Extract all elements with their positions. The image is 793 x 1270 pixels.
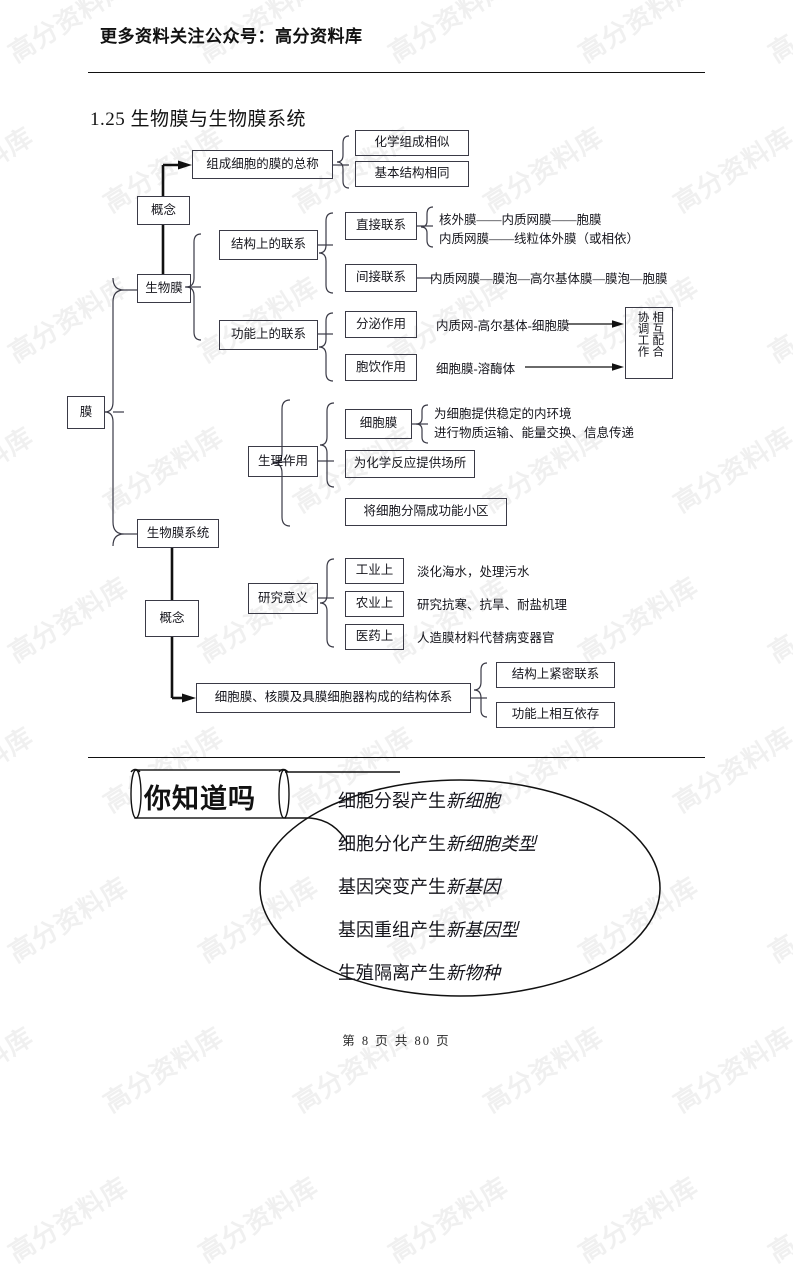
node-huaxue-changsuo[interactable]: 为化学反应提供场所 xyxy=(345,450,475,478)
oval-line-4: 基因重组产生新基因型 xyxy=(338,920,518,940)
node-nongye-shang[interactable]: 农业上 xyxy=(345,591,404,617)
node-zucheng[interactable]: 组成细胞的膜的总称 xyxy=(192,150,333,179)
text-fenmi-line: 内质网-高尔基体-细胞膜 xyxy=(436,319,570,333)
page-content: 更多资料关注公众号：高分资料库 1.25 生物膜与生物膜系统 xyxy=(0,0,793,1048)
node-gainian-bottom[interactable]: 概念 xyxy=(145,600,199,637)
node-shengwumo[interactable]: 生物膜 xyxy=(137,274,191,303)
banner-connector xyxy=(285,771,400,845)
arrowhead xyxy=(182,693,196,703)
text-nongye-line: 研究抗寒、抗旱、耐盐机理 xyxy=(417,598,568,612)
node-xibaomo[interactable]: 细胞膜 xyxy=(345,409,412,439)
page-footer: 第 8 页 共 80 页 xyxy=(342,1034,451,1048)
arrowhead xyxy=(178,160,192,170)
text-xibaomo-line2: 进行物质运输、能量交换、信息传递 xyxy=(434,426,635,440)
watermark-text: 高分资料库 xyxy=(573,1171,704,1269)
vcol-xianghu-peihe: 相互配合 xyxy=(651,311,664,357)
node-shengwumo-xitong[interactable]: 生物膜系统 xyxy=(137,519,219,548)
text-xibaomo-line1: 为细胞提供稳定的内环境 xyxy=(434,407,572,421)
node-jianjie-lianxi[interactable]: 间接联系 xyxy=(345,264,417,292)
watermark-text: 高分资料库 xyxy=(383,1171,514,1269)
text-baoyin-line: 细胞膜-溶酶体 xyxy=(436,362,516,376)
didyouknow-banner-label: 你知道吗 xyxy=(144,784,256,814)
watermark-text: 高分资料库 xyxy=(3,1171,134,1269)
node-zhijie-lianxi[interactable]: 直接联系 xyxy=(345,212,417,240)
text-yiyao-line: 人造膜材料代替病变器官 xyxy=(417,631,555,645)
oval-outline xyxy=(259,779,661,997)
text-jianjie-line: 内质网膜—膜泡—高尔基体膜—膜泡—胞膜 xyxy=(430,272,668,286)
node-yicun[interactable]: 功能上相互依存 xyxy=(496,702,615,728)
scroll-banner xyxy=(130,768,290,819)
oval-line-5: 生殖隔离产生新物种 xyxy=(338,963,500,983)
node-gongye-shang[interactable]: 工业上 xyxy=(345,558,404,584)
text-zhijie-line1: 核外膜——内质网膜——胞膜 xyxy=(439,213,602,227)
didyouknow-section: 你知道吗 细胞分裂产生新细胞 细胞分化产生新细胞类型 基因突变产生新基因 基因重… xyxy=(130,768,661,997)
vcol-xietiao-gongzuo: 协调工作 xyxy=(636,311,649,357)
page-title: 1.25 生物膜与生物膜系统 xyxy=(90,109,307,130)
diagram-connectors xyxy=(104,135,624,718)
node-gainian-top[interactable]: 概念 xyxy=(137,196,190,225)
node-jiegou-lianxi[interactable]: 结构上的联系 xyxy=(219,230,318,260)
text-gongye-line: 淡化海水，处理污水 xyxy=(417,565,530,579)
section-divider xyxy=(88,757,705,758)
header-promo-text: 更多资料关注公众号：高分资料库 xyxy=(100,27,363,46)
node-jiegou-tixi[interactable]: 细胞膜、核膜及具膜细胞器构成的结构体系 xyxy=(196,683,471,713)
page-header: 更多资料关注公众号：高分资料库 xyxy=(0,0,793,80)
watermark-text: 高分资料库 xyxy=(193,1171,324,1269)
node-jinmi-lianxi[interactable]: 结构上紧密联系 xyxy=(496,662,615,688)
node-gongneng-lianxi[interactable]: 功能上的联系 xyxy=(219,320,318,350)
oval-line-1: 细胞分裂产生新细胞 xyxy=(338,791,500,811)
node-yiyao-shang[interactable]: 医药上 xyxy=(345,624,404,650)
node-fenge-xiaoqu[interactable]: 将细胞分隔成功能小区 xyxy=(345,498,507,526)
node-huaxue-zucheng[interactable]: 化学组成相似 xyxy=(355,130,469,156)
mindmap-diagram: 膜 概念 组成细胞的膜的总称 化学组成相似 基本结构相同 生物膜 结构上的联系 … xyxy=(67,130,673,728)
text-zhijie-line2: 内质网膜——线粒体外膜（或相依） xyxy=(439,232,640,246)
oval-line-2: 细胞分化产生新细胞类型 xyxy=(338,834,536,854)
node-baoyin-zuoyong[interactable]: 胞饮作用 xyxy=(345,354,417,381)
oval-line-3: 基因突变产生新基因 xyxy=(338,877,500,897)
watermark-text: 高分资料库 xyxy=(763,1171,793,1269)
node-xietiao-xianghu[interactable]: 相互配合 协调工作 xyxy=(625,307,673,379)
didyouknow-shapes xyxy=(130,768,661,997)
node-root-mo[interactable]: 膜 xyxy=(67,396,105,429)
node-yanjiu-yiyi[interactable]: 研究意义 xyxy=(248,583,318,614)
node-shengli-zuoyong[interactable]: 生理作用 xyxy=(248,446,318,477)
node-fenmi-zuoyong[interactable]: 分泌作用 xyxy=(345,311,417,338)
header-divider xyxy=(88,72,705,73)
node-jiben-jiegou[interactable]: 基本结构相同 xyxy=(355,161,469,187)
